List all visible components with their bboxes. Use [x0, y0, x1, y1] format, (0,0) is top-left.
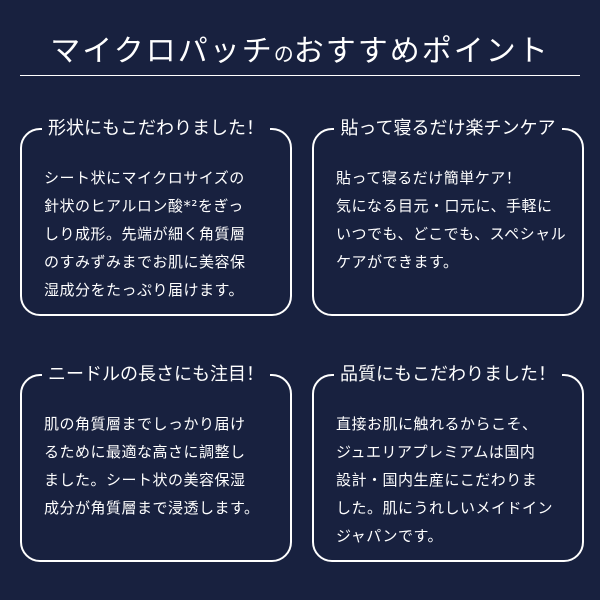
feature-card-title: 品質にもこだわりました！ [314, 361, 582, 389]
feature-card-line: のすみずみまでお肌に美容保 [44, 253, 246, 271]
feature-card-easy-care: 貼って寝るだけ楽チンケア 貼って寝るだけ簡単ケア！ 気になる目元・口元に、手軽に… [312, 115, 584, 316]
feature-card-line: 成分が角質層まで浸透します。 [44, 499, 260, 517]
feature-card-body: 直接お肌に触れるからこそ、 ジュエリアプレミアムは国内 設計・国内生産にこだわり… [336, 410, 568, 550]
feature-card-line: した。肌にうれしいメイドイン [336, 499, 554, 517]
feature-card-title: 貼って寝るだけ楽チンケア [314, 115, 582, 143]
feature-card-line: ジャパンです。 [336, 527, 444, 545]
feature-card-line: ました。シート状の美容保湿 [44, 471, 246, 489]
feature-card-title-text: 貼って寝るだけ楽チンケア [334, 115, 562, 143]
feature-card-line: シート状にマイクロサイズの [44, 169, 245, 187]
feature-card-line: 肌の角質層までしっかり届け [44, 415, 246, 433]
feature-card-line: ジュエリアプレミアムは国内 [336, 443, 536, 461]
feature-card-quality: 品質にもこだわりました！ 直接お肌に触れるからこそ、 ジュエリアプレミアムは国内… [312, 361, 584, 562]
feature-card-line: 直接お肌に触れるからこそ、 [336, 415, 538, 433]
feature-card-line: 湿成分をたっぷり届けます。 [44, 281, 245, 299]
feature-card-body: 肌の角質層までしっかり届け るために最適な高さに調整し ました。シート状の美容保… [44, 410, 276, 522]
page-title: マイクロパッチのおすすめポイント [0, 26, 600, 70]
feature-card-body: 貼って寝るだけ簡単ケア！ 気になる目元・口元に、手軽に いつでも、どこでも、スペ… [336, 164, 568, 276]
feature-card-line: 貼って寝るだけ簡単ケア！ [336, 169, 522, 187]
feature-card-title-text: ニードルの長さにも注目！ [42, 361, 270, 389]
feature-card-line: るために最適な高さに調整し [44, 443, 246, 461]
feature-card-title: ニードルの長さにも注目！ [22, 361, 290, 389]
title-divider [20, 75, 580, 76]
feature-card-line: 気になる目元・口元に、手軽に [336, 197, 553, 215]
feature-card-title-text: 品質にもこだわりました！ [334, 361, 562, 389]
page-title-particle: の [273, 42, 294, 66]
feature-card-line: いつでも、どこでも、スペシャル [336, 225, 567, 243]
feature-card-title: 形状にもこだわりました！ [22, 115, 290, 143]
feature-card-needle-length: ニードルの長さにも注目！ 肌の角質層までしっかり届け るために最適な高さに調整し… [20, 361, 292, 562]
feature-card-line: ケアができます。 [336, 253, 459, 271]
feature-card-line: しり成形。先端が細く角質層 [44, 225, 246, 243]
feature-card-shape: 形状にもこだわりました！ シート状にマイクロサイズの 針状のヒアルロン酸*²をぎ… [20, 115, 292, 316]
feature-card-body: シート状にマイクロサイズの 針状のヒアルロン酸*²をぎっ しり成形。先端が細く角… [44, 164, 276, 304]
feature-card-line: 針状のヒアルロン酸*²をぎっ [44, 197, 244, 215]
page-title-main: マイクロパッチ [50, 34, 274, 69]
feature-card-line: 設計・国内生産にこだわりま [336, 471, 538, 489]
page-title-sub: おすすめポイント [293, 34, 550, 69]
feature-card-title-text: 形状にもこだわりました！ [42, 115, 270, 143]
